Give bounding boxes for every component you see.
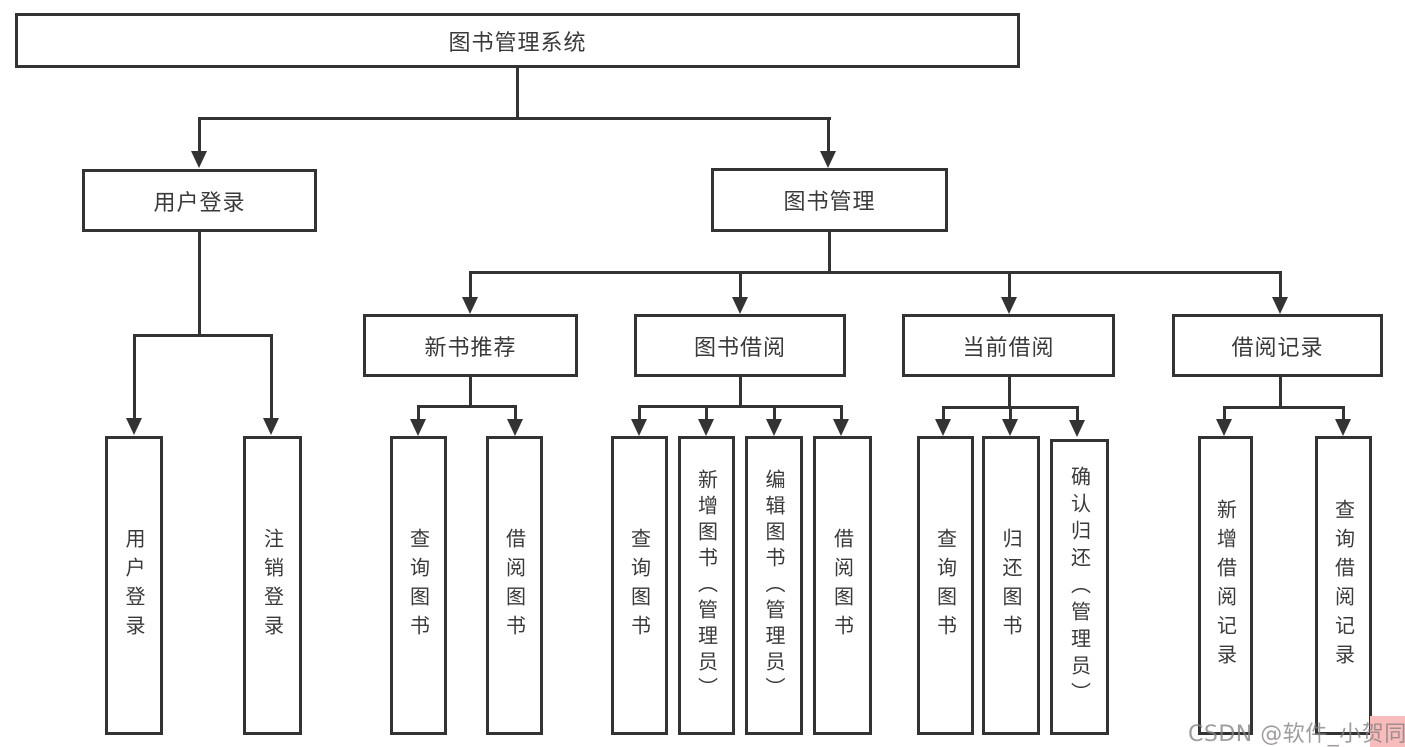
leaf-return-book: 归还图书: [982, 436, 1040, 735]
leaf-edit-book-admin: 编辑图书（管理员）: [745, 436, 803, 735]
connector-arrow-stem: [417, 405, 420, 420]
arrowhead-down-icon: [1069, 420, 1085, 437]
arrowhead-down-icon: [1001, 297, 1017, 314]
node-current-borrow: 当前借阅: [902, 314, 1115, 377]
arrowhead-down-icon: [631, 419, 647, 436]
arrowhead-down-icon: [507, 419, 523, 436]
leaf-add-book-admin-label: 新增图书（管理员）: [694, 468, 719, 703]
connector-fork: [638, 405, 843, 408]
leaf-query-book-recommend-label: 查询图书: [406, 527, 431, 644]
arrowhead-down-icon: [935, 419, 951, 436]
node-root-label: 图书管理系统: [448, 30, 587, 56]
leaf-borrow-book-recommend-label: 借阅图书: [502, 527, 527, 644]
leaf-edit-book-admin-label: 编辑图书（管理员）: [762, 468, 786, 703]
leaf-add-borrow-record-label: 新增借阅记录: [1213, 498, 1238, 673]
leaf-logout-label: 注销登录: [260, 527, 285, 644]
connector-user-login-fork: [133, 334, 273, 337]
connector-arrow-stem: [1223, 406, 1226, 420]
node-user-login-label: 用户登录: [153, 190, 246, 216]
leaf-user-login-label: 用户登录: [122, 527, 146, 644]
connector-arrow-stem: [1342, 406, 1345, 420]
arrowhead-down-icon: [1002, 419, 1018, 436]
leaf-confirm-return-admin-label: 确认归还（管理员）: [1067, 465, 1092, 709]
leaf-borrow-book: 借阅图书: [813, 436, 872, 735]
watermark-highlight-block: [1370, 716, 1405, 747]
connector-fork: [1223, 406, 1344, 409]
connector-arrow-stem: [1008, 271, 1011, 298]
leaf-logout: 注销登录: [243, 436, 302, 735]
leaf-query-book-recommend: 查询图书: [390, 436, 447, 735]
connector-arrow-stem: [739, 271, 742, 298]
arrowhead-down-icon: [698, 419, 714, 436]
arrowhead-down-icon: [1335, 419, 1351, 436]
leaf-confirm-return-admin: 确认归还（管理员）: [1050, 439, 1109, 735]
node-borrow-records: 借阅记录: [1172, 314, 1383, 377]
arrowhead-down-icon: [732, 297, 748, 314]
node-book-management-label: 图书管理: [783, 190, 876, 215]
connector-arrow-stem: [1279, 271, 1282, 298]
connector-fork: [417, 405, 517, 408]
leaf-query-book-borrow: 查询图书: [611, 436, 668, 735]
node-new-book-recommend: 新书推荐: [363, 314, 578, 377]
node-book-borrow-label: 图书借阅: [693, 335, 786, 361]
leaf-add-book-admin: 新增图书（管理员）: [678, 436, 735, 735]
arrowhead-down-icon: [410, 419, 426, 436]
connector-user-login-stem: [198, 232, 201, 335]
connector-stem: [469, 377, 472, 407]
node-root: 图书管理系统: [15, 13, 1020, 68]
connector-root-stem: [516, 68, 519, 120]
arrowhead-down-icon: [833, 419, 849, 436]
leaf-query-book-current: 查询图书: [917, 436, 974, 735]
arrowhead-down-icon: [1272, 297, 1288, 314]
arrowhead-down-icon: [126, 418, 142, 435]
connector-arrow-stem: [198, 117, 201, 152]
leaf-query-book-current-label: 查询图书: [933, 527, 958, 644]
node-book-borrow: 图书借阅: [634, 314, 846, 377]
connector-arrow-stem: [1076, 406, 1079, 420]
connector-stem: [1008, 377, 1011, 408]
connector-arrow-stem: [133, 334, 136, 419]
arrowhead-down-icon: [1216, 419, 1232, 436]
leaf-borrow-book-recommend: 借阅图书: [486, 436, 543, 735]
watermark-text: CSDN @软件_小贺同学: [1188, 722, 1405, 747]
connector-arrow-stem: [1009, 406, 1012, 420]
node-new-book-recommend-label: 新书推荐: [424, 335, 517, 361]
node-book-management: 图书管理: [711, 168, 948, 232]
connector-arrow-stem: [773, 405, 776, 420]
arrowhead-down-icon: [191, 151, 207, 168]
leaf-query-borrow-record: 查询借阅记录: [1315, 436, 1372, 735]
connector-stem: [739, 377, 742, 407]
arrowhead-down-icon: [263, 418, 279, 435]
connector-arrow-stem: [638, 405, 641, 420]
node-current-borrow-label: 当前借阅: [962, 335, 1055, 361]
leaf-user-login: 用户登录: [105, 436, 163, 735]
arrowhead-down-icon: [766, 419, 782, 436]
connector-book-management-stem: [828, 232, 831, 273]
leaf-query-book-borrow-label: 查询图书: [627, 527, 652, 644]
leaf-add-borrow-record: 新增借阅记录: [1198, 436, 1253, 735]
connector-stem: [1279, 377, 1282, 408]
connector-arrow-stem: [705, 405, 708, 420]
connector-arrow-stem: [840, 405, 843, 420]
connector-arrow-stem: [469, 271, 472, 298]
connector-arrow-stem: [270, 334, 273, 419]
connector-arrow-stem: [827, 117, 830, 152]
arrowhead-down-icon: [462, 297, 478, 314]
arrowhead-down-icon: [820, 151, 836, 168]
leaf-borrow-book-label: 借阅图书: [830, 527, 855, 644]
connector-arrow-stem: [514, 405, 517, 420]
node-user-login: 用户登录: [82, 169, 317, 232]
leaf-query-borrow-record-label: 查询借阅记录: [1331, 498, 1356, 673]
leaf-return-book-label: 归还图书: [999, 527, 1023, 644]
connector-level2-fork: [469, 271, 1280, 274]
connector-arrow-stem: [942, 406, 945, 420]
connector-level1-fork: [198, 117, 831, 120]
node-borrow-records-label: 借阅记录: [1231, 335, 1324, 361]
